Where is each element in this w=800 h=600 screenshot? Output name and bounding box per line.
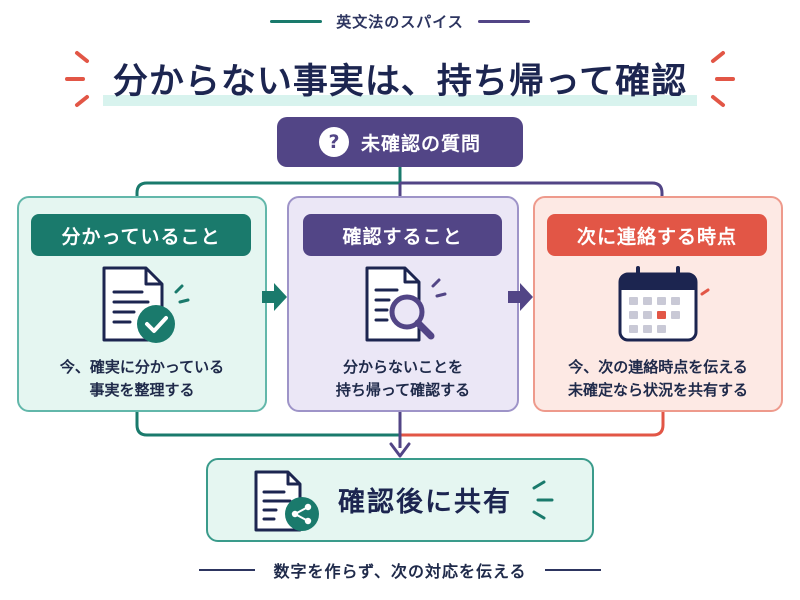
tag-line-left: [270, 19, 323, 23]
card-next-contact-desc-line2: 未確定なら状況を共有する: [567, 381, 748, 399]
card-known-facts-desc-line2: 事実を整理する: [89, 381, 195, 399]
page-title: 分からない事実は、持ち帰って確認: [102, 52, 698, 106]
share-after-confirm-box: 確認後に共有: [206, 458, 594, 542]
footer-line-right: [544, 569, 601, 571]
card-next-contact: 次に連絡する時点 今、次の連絡時点を伝える 未確定なら状況を共有する: [533, 196, 783, 412]
question-icon: ?: [318, 127, 349, 157]
sparkle-icon: [532, 480, 554, 520]
footer-tag-text: 数字を作らず、次の対応を伝える: [273, 562, 527, 581]
footer-tag: 数字を作らず、次の対応を伝える: [0, 552, 800, 588]
document-check-icon: [102, 266, 190, 343]
card-next-contact-desc: 今、次の連絡時点を伝える 未確定なら状況を共有する: [535, 356, 781, 402]
burst-right-icon: [711, 51, 736, 107]
card-known-facts-desc-line1: 今、確実に分かっている: [59, 358, 225, 376]
section-tag-text: 英文法のスパイス: [336, 12, 464, 31]
footer-line-left: [199, 569, 256, 571]
unconfirmed-question-pill: ? 未確認の質問: [277, 117, 523, 167]
card-known-facts-desc: 今、確実に分かっている 事実を整理する: [19, 356, 265, 402]
card-to-confirm-desc: 分からないことを 持ち帰って確認する: [289, 356, 517, 402]
calendar-icon: [618, 266, 710, 342]
card-known-facts: 分かっていること 今、確実に分かっている 事実を整理する: [17, 196, 267, 412]
result-label: 確認後に共有: [338, 487, 512, 518]
card-next-contact-desc-line1: 今、次の連絡時点を伝える: [568, 358, 748, 376]
tag-line-right: [477, 19, 530, 23]
card-to-confirm-label: 確認すること: [303, 214, 502, 256]
document-search-icon: [365, 266, 447, 342]
arrow-right-icon: [262, 283, 287, 311]
card-to-confirm: 確認すること 分からないことを 持ち帰って確認する: [287, 196, 519, 412]
question-label: 未確認の質問: [360, 132, 481, 155]
burst-left-icon: [64, 51, 89, 107]
title-row: 分からない事実は、持ち帰って確認: [0, 44, 800, 114]
arrow-right-icon: [508, 283, 533, 311]
card-next-contact-label: 次に連絡する時点: [547, 214, 767, 256]
card-known-facts-label: 分かっていること: [31, 214, 251, 256]
card-to-confirm-desc-line1: 分からないことを: [342, 358, 463, 376]
section-tag: 英文法のスパイス: [0, 6, 800, 36]
card-to-confirm-desc-line2: 持ち帰って確認する: [335, 381, 471, 399]
document-share-icon: [254, 470, 319, 532]
